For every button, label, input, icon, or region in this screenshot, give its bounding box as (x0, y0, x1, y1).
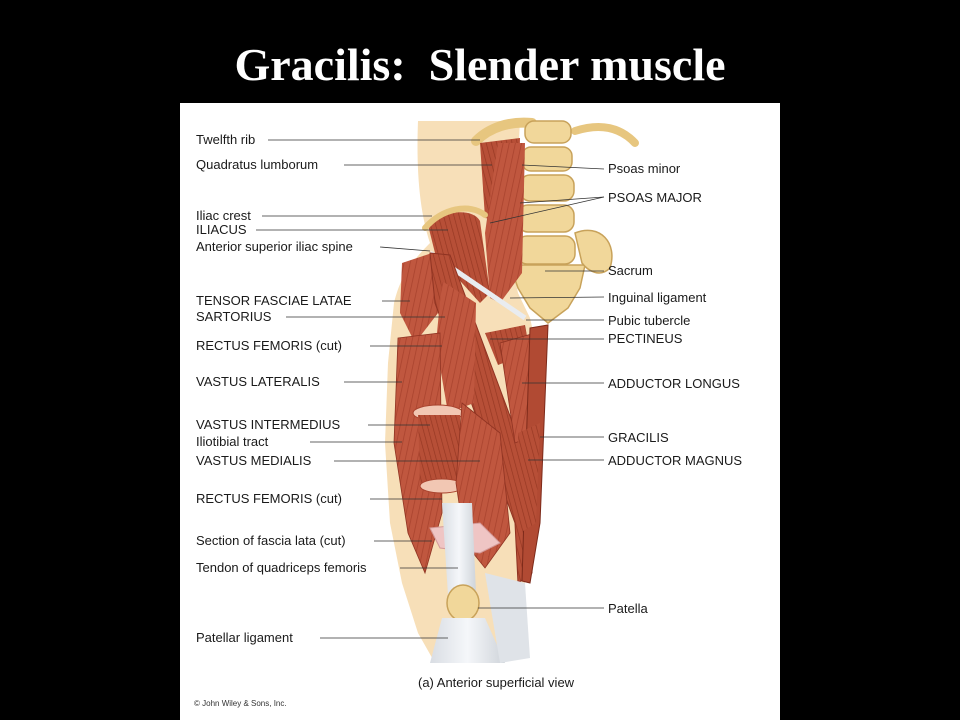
label-patellar-ligament: Patellar ligament (196, 630, 293, 645)
copyright-notice: © John Wiley & Sons, Inc. (194, 699, 287, 708)
label-rectus-femoris-cut-lower: RECTUS FEMORIS (cut) (196, 491, 342, 506)
patella-bone (446, 584, 480, 622)
left-leader-lines (256, 139, 492, 639)
anatomy-figure: Twelfth rib Quadratus lumborum Iliac cre… (180, 103, 780, 720)
label-quadriceps-tendon: Tendon of quadriceps femoris (196, 560, 367, 575)
patellar-ligament (430, 618, 505, 663)
label-vastus-medialis: VASTUS MEDIALIS (196, 453, 312, 468)
label-sartorius: SARTORIUS (196, 309, 272, 324)
label-psoas-major: PSOAS MAJOR (608, 190, 702, 205)
label-iliac-crest: Iliac crest (196, 208, 251, 223)
label-sacrum: Sacrum (608, 263, 653, 278)
vastus-lateralis (393, 332, 443, 575)
label-tensor-fasciae-latae: TENSOR FASCIAE LATAE (196, 293, 352, 308)
label-fascia-lata-section: Section of fascia lata (cut) (196, 533, 346, 548)
vastus-intermedius (418, 415, 462, 483)
twelfth-rib (471, 117, 537, 146)
label-psoas-minor: Psoas minor (608, 161, 681, 176)
psoas-major (485, 143, 525, 303)
lumbar-vertebrae (516, 120, 576, 265)
figure-caption: (a) Anterior superficial view (418, 675, 575, 690)
knee-tendon-right (485, 573, 530, 663)
right-leader-lines (478, 164, 605, 609)
label-quadratus-lumborum: Quadratus lumborum (196, 157, 319, 172)
label-patella: Patella (608, 601, 648, 616)
label-vastus-intermedius: VASTUS INTERMEDIUS (196, 417, 341, 432)
label-pubic-tubercle: Pubic tubercle (608, 313, 691, 328)
label-iliotibial-tract: Iliotibial tract (196, 434, 269, 449)
sacrum-bone (508, 264, 586, 324)
tensor-fasciae-latae (400, 253, 438, 343)
iliac-crest (422, 205, 488, 231)
label-anterior-superior-iliac-spine: Anterior superior iliac spine (196, 239, 353, 254)
muscle-illustration (256, 117, 639, 663)
label-gracilis: GRACILIS (608, 430, 669, 445)
label-adductor-longus: ADDUCTOR LONGUS (608, 376, 740, 391)
label-iliacus: ILIACUS (196, 222, 247, 237)
slide-title: Gracilis: Slender muscle (234, 39, 726, 90)
label-rectus-femoris-cut-upper: RECTUS FEMORIS (cut) (196, 338, 342, 353)
rib-right (571, 123, 639, 147)
iliacus (428, 212, 490, 303)
rectus-femoris-upper (436, 281, 476, 413)
quadriceps-tendon (442, 503, 476, 595)
label-vastus-lateralis: VASTUS LATERALIS (196, 374, 320, 389)
adductor-magnus (518, 423, 540, 533)
iliac-wing-right (574, 229, 613, 274)
label-adductor-magnus: ADDUCTOR MAGNUS (608, 453, 743, 468)
label-pectineus: PECTINEUS (608, 331, 683, 346)
label-twelfth-rib: Twelfth rib (196, 132, 256, 147)
label-inguinal-ligament: Inguinal ligament (608, 290, 707, 305)
